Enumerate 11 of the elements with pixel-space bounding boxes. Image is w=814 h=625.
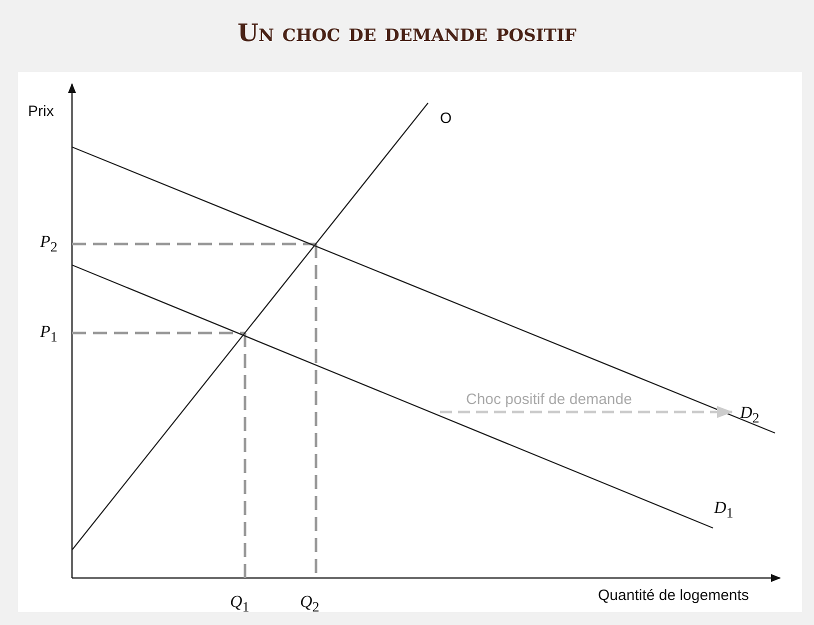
curve-label: D$_{2}$ [740, 403, 760, 428]
tick-label: P$_{1}$ [40, 322, 58, 346]
chart-title: Un choc de demande positif [236, 18, 578, 47]
axis-label: Quantité de logements [598, 587, 749, 604]
curve-label: O [440, 110, 452, 127]
tick-label: Q$_{1}$ [230, 592, 250, 616]
curve-label: D$_{1}$ [714, 498, 734, 522]
axis-label: Prix [28, 103, 54, 120]
tick-label: P$_{2}$ [40, 232, 58, 256]
annotation-text: Choc positif de demande [466, 391, 632, 408]
tick-label: Q$_{2}$ [300, 592, 320, 616]
